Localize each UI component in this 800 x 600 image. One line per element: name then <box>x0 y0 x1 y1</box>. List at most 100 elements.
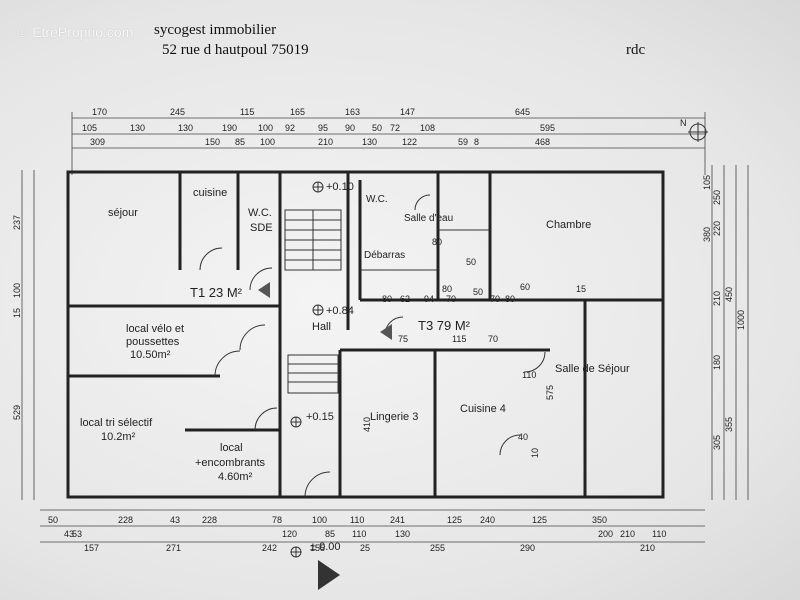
dimension-label: 410 <box>362 417 372 432</box>
dimension-label: 80 <box>505 294 515 304</box>
dimension-label: 355 <box>724 417 734 432</box>
dimension-label: 50 <box>466 257 476 267</box>
north-compass-icon: N <box>680 118 708 142</box>
label-velo-3: 10.50m² <box>130 349 171 361</box>
level-084: +0.84 <box>326 305 354 317</box>
dimension-label: 228 <box>118 515 133 525</box>
dimension-label: 250 <box>712 190 722 205</box>
label-salle-sejour: Salle de Séjour <box>555 363 630 375</box>
dimension-label: 25 <box>360 543 370 553</box>
address: 52 rue d hautpoul 75019 <box>162 42 309 58</box>
label-wc: W.C. <box>248 207 272 219</box>
label-chambre: Chambre <box>546 219 591 231</box>
dimension-label: 80 <box>382 294 392 304</box>
dimension-label: 210 <box>318 137 333 147</box>
outer-walls <box>66 170 665 499</box>
label-lingerie: Lingerie 3 <box>370 411 418 423</box>
dimension-label: 15 <box>576 284 586 294</box>
dimension-label: 50 <box>473 287 483 297</box>
label-cuisine: cuisine <box>193 187 227 199</box>
dimension-label: 350 <box>592 515 607 525</box>
dimension-label: 245 <box>170 107 185 117</box>
dimension-label: 529 <box>12 405 22 420</box>
dimension-label: 110 <box>522 370 536 380</box>
dimension-label: 92 <box>285 123 295 133</box>
dimension-label: 468 <box>535 137 550 147</box>
side-dimension-lines <box>21 165 749 500</box>
svg-text:N: N <box>680 118 687 128</box>
dimension-label: 100 <box>12 283 22 298</box>
dimension-label: 210 <box>712 291 722 306</box>
top-dimension-lines <box>71 112 706 175</box>
dimension-label: 147 <box>400 107 415 117</box>
dimension-label: 105 <box>82 123 97 133</box>
label-tri-2: 10.2m² <box>101 431 136 443</box>
label-hall: Hall <box>312 321 331 333</box>
label-enc-1: local <box>220 442 243 454</box>
interior-walls <box>68 172 663 497</box>
dimension-label: 125 <box>532 515 547 525</box>
dimension-label: 8 <box>474 137 479 147</box>
dimension-label: 190 <box>222 123 237 133</box>
room-labels: séjour cuisine W.C. SDE W.C. Salle d'eau… <box>80 187 630 483</box>
dimension-label: 241 <box>390 515 405 525</box>
dimension-label: 70 <box>446 294 456 304</box>
label-velo-2: poussettes <box>126 336 180 348</box>
dimension-label: 163 <box>345 107 360 117</box>
dimension-label: 130 <box>362 137 377 147</box>
dimension-label: 150 <box>205 137 220 147</box>
label-sejour: séjour <box>108 207 138 219</box>
dimension-label: 95 <box>318 123 328 133</box>
dimension-label: 115 <box>240 107 254 117</box>
label-debarras: Débarras <box>364 250 405 261</box>
level-010: +0.10 <box>326 181 354 193</box>
dimension-label: 94 <box>424 294 434 304</box>
level-000: ± 0.00 <box>310 541 341 553</box>
staircase <box>284 209 342 394</box>
dimension-label: 100 <box>258 123 273 133</box>
dimension-label: 100 <box>260 137 275 147</box>
dimension-label: 53 <box>72 529 82 539</box>
watermark: © EtreProprio.com <box>18 24 134 40</box>
dimension-label: 80 <box>432 237 442 247</box>
dimension-label: 220 <box>712 221 722 236</box>
dimension-label: 110 <box>652 529 666 539</box>
label-t3: T3 79 M² <box>418 318 471 333</box>
label-velo-1: local vélo et <box>126 323 184 335</box>
dimension-label: 290 <box>520 543 535 553</box>
level-labels: +0.10 +0.84 +0.15 ± 0.00 <box>306 181 354 553</box>
dimension-label: 105 <box>702 175 712 190</box>
dimension-label: 130 <box>130 123 145 133</box>
dimension-label: 180 <box>712 355 722 370</box>
dimension-label: 595 <box>540 123 555 133</box>
dimension-label: 130 <box>395 529 410 539</box>
company-name: sycogest immobilier <box>154 22 277 38</box>
dimension-label: 100 <box>312 515 327 525</box>
dimension-label: 80 <box>442 284 452 294</box>
floor-level: rdc <box>626 42 646 58</box>
level-markers <box>290 181 324 558</box>
dimension-label: 85 <box>325 529 335 539</box>
dimension-label: 40 <box>518 432 528 442</box>
dimension-label: 450 <box>724 287 734 302</box>
bottom-dimension-lines <box>40 509 705 543</box>
dimension-label: 305 <box>712 435 722 450</box>
dimension-label: 78 <box>272 515 282 525</box>
entrance-arrows <box>258 282 392 590</box>
dimension-label: 10 <box>530 448 540 458</box>
dimension-label: 165 <box>290 107 305 117</box>
dimension-label: 110 <box>350 515 364 525</box>
level-015: +0.15 <box>306 411 334 423</box>
dimension-label: 72 <box>390 123 400 133</box>
dimension-label: 120 <box>282 529 297 539</box>
dimension-label: 155 <box>310 543 325 553</box>
dimension-label: 90 <box>345 123 355 133</box>
dimension-label: 210 <box>620 529 635 539</box>
